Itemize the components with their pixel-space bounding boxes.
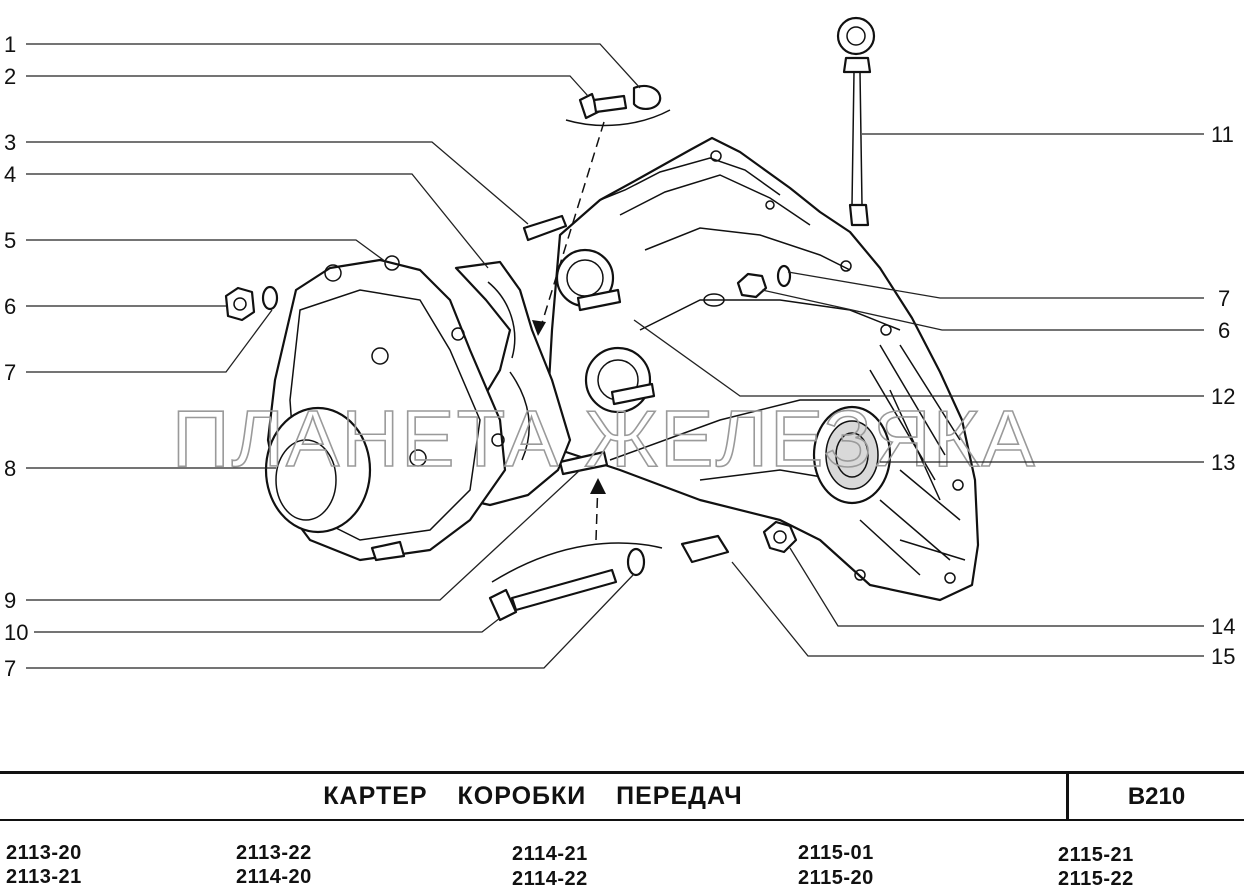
callouts-left: 1 2 3 4 5 6 7 8 9 10 7 [4, 32, 28, 681]
stud [522, 214, 656, 476]
callout-number: 9 [4, 588, 16, 613]
callout-number: 14 [1211, 614, 1235, 639]
callout-number: 5 [4, 228, 16, 253]
watermark-text: ПЛАНЕТА ЖЕЛЕЗЯКА [172, 394, 1037, 483]
model-code: 2113-20 [6, 842, 82, 864]
callout-number: 10 [4, 620, 28, 645]
page-code: B210 [1127, 783, 1186, 810]
callout-number: 6 [1218, 318, 1230, 343]
nut-and-washer-left [224, 285, 279, 322]
callout-number: 7 [4, 656, 16, 681]
model-code: 2115-22 [1058, 868, 1134, 890]
callout-number: 8 [4, 456, 16, 481]
model-code: 2114-21 [512, 843, 588, 865]
long-bolt-and-washer [488, 478, 730, 622]
callout-number: 15 [1211, 644, 1235, 669]
rear-cover [264, 255, 507, 562]
model-code: 2114-20 [236, 866, 312, 888]
model-code: 2115-21 [1058, 844, 1134, 866]
callout-number: 13 [1211, 450, 1235, 475]
gearbox-housing [522, 136, 980, 602]
title-block: КАРТЕР КОРОБКИ ПЕРЕДАЧ B210 [0, 771, 1244, 821]
diagram-title: КАРТЕР КОРОБКИ ПЕРЕДАЧ [323, 782, 743, 810]
model-code: 2113-21 [6, 866, 82, 888]
callout-number: 12 [1211, 384, 1235, 409]
title-divider [1066, 774, 1069, 819]
callout-number: 11 [1211, 122, 1234, 147]
callout-number: 2 [4, 64, 16, 89]
leader-lines [26, 43, 1204, 669]
model-code: 2114-22 [512, 868, 588, 890]
callout-number: 7 [4, 360, 16, 385]
model-code: 2115-20 [798, 867, 874, 889]
callout-number: 1 [4, 32, 16, 57]
callout-number: 6 [4, 294, 16, 319]
oil-dipstick [836, 16, 876, 227]
bolt-and-clip-top [532, 84, 671, 337]
callout-number: 4 [4, 162, 16, 187]
callouts-right: 11 7 6 12 13 14 15 [1211, 122, 1235, 669]
exploded-parts-diagram: ПЛАНЕТА ЖЕЛЕЗЯКА 1 2 3 4 5 6 7 8 9 10 7 [4, 16, 1235, 681]
callout-number: 3 [4, 130, 16, 155]
model-code: 2113-22 [236, 842, 312, 864]
callout-number: 7 [1218, 286, 1230, 311]
model-code: 2115-01 [798, 842, 874, 864]
